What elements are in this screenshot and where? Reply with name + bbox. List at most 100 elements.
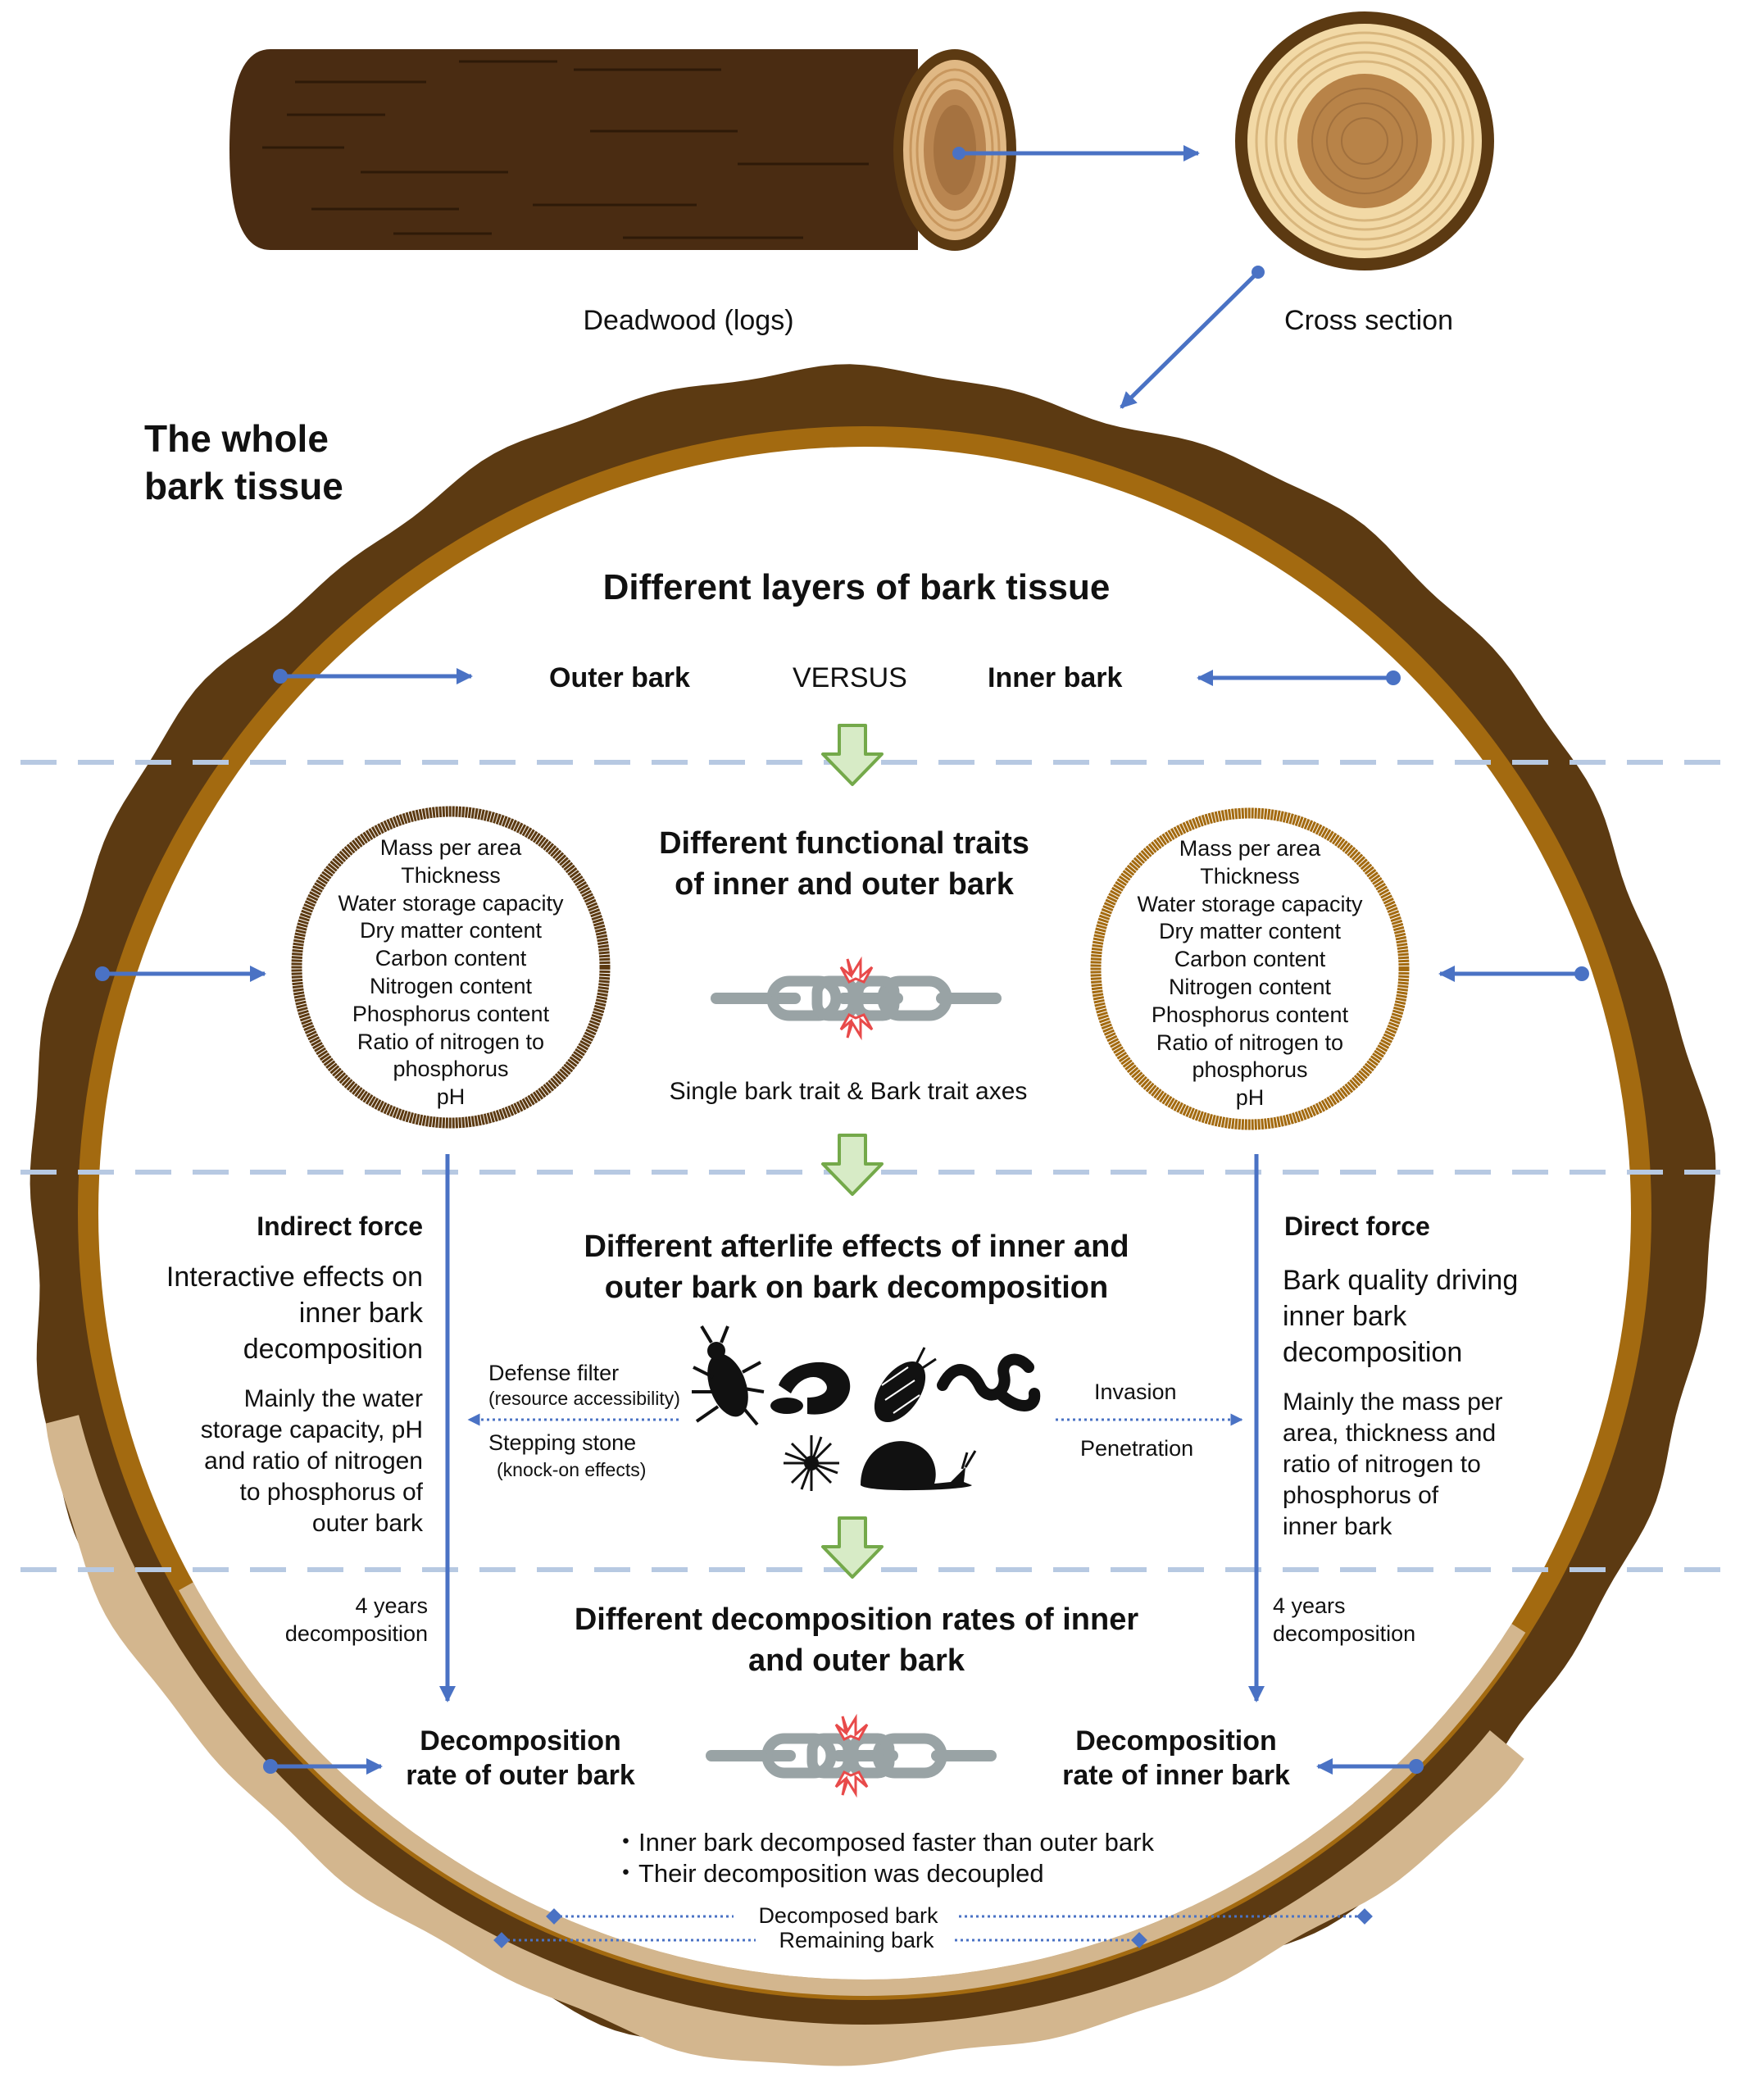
inner-bark-trait-circle — [1090, 807, 1410, 1130]
rates-title-line2: and outer bark — [748, 1643, 965, 1678]
indirect-detail-line: to phosphorus of — [239, 1479, 424, 1506]
inner-rate-label-line2: rate of inner bark — [1062, 1760, 1290, 1791]
traits-title-line1: Different functional traits — [659, 826, 1029, 861]
indirect-years-label: 4 years decomposition — [246, 1592, 428, 1648]
whole-bark-title-line2: bark tissue — [144, 465, 343, 507]
direct-detail-line: ratio of nitrogen to — [1283, 1451, 1481, 1478]
years-line: 4 years — [355, 1593, 428, 1618]
indirect-desc-line: Interactive effects on — [166, 1261, 423, 1293]
direct-desc-line: inner bark — [1283, 1301, 1407, 1332]
direct-years-label: 4 years decomposition — [1273, 1592, 1455, 1648]
direct-detail-line: Mainly the mass per — [1283, 1389, 1503, 1416]
outer-bark-pointer-arrow — [273, 668, 473, 684]
cross-section-disk — [1235, 11, 1494, 270]
deadwood-label: Deadwood (logs) — [583, 305, 794, 336]
direct-desc-line: Bark quality driving — [1283, 1265, 1519, 1296]
years-line: decomposition — [284, 1621, 428, 1646]
knock-on-label: (knock-on effects) — [497, 1459, 647, 1480]
decomposed-bark-markers — [546, 1908, 1373, 1925]
years-line: 4 years — [1273, 1593, 1346, 1618]
outer-rate-label-line2: rate of outer bark — [406, 1760, 635, 1791]
direct-detail-line: inner bark — [1283, 1513, 1392, 1540]
direct-desc-line: decomposition — [1283, 1337, 1463, 1368]
outer-trait-item: Thickness — [401, 862, 501, 888]
outer-trait-item: Mass per area — [379, 835, 522, 860]
indirect-detail-line: and ratio of nitrogen — [204, 1448, 423, 1475]
inner-trait-item: pH — [1235, 1085, 1265, 1111]
indirect-force-description: Interactive effects on inner bark decomp… — [115, 1259, 423, 1367]
inner-trait-item: Nitrogen content — [1168, 974, 1332, 999]
rates-title-line1: Different decomposition rates of inner — [574, 1602, 1139, 1637]
penetration-label: Penetration — [1080, 1436, 1194, 1461]
years-line: decomposition — [1273, 1621, 1416, 1646]
afterlife-title-line2: outer bark on bark decomposition — [604, 1270, 1109, 1305]
indirect-detail-line: storage capacity, pH — [200, 1416, 423, 1443]
outer-bark-trait-circle — [291, 806, 611, 1129]
outer-trait-item: Dry matter content — [359, 918, 543, 943]
finding-bullet-2: ・Their decomposition was decoupled — [613, 1859, 1044, 1888]
indirect-detail-line: outer bark — [311, 1510, 423, 1537]
inner-rate-label-line1: Decomposition — [1075, 1725, 1277, 1757]
outer-trait-item: Carbon content — [375, 946, 527, 971]
outer-trait-item: Phosphorus content — [352, 1001, 550, 1026]
outer-trait-item: phosphorus — [393, 1057, 509, 1082]
bark-ring — [30, 364, 1716, 2066]
inner-trait-item: Mass per area — [1179, 836, 1321, 861]
inner-trait-item: Ratio of nitrogen to — [1156, 1030, 1344, 1055]
cross-section-label: Cross section — [1284, 305, 1453, 336]
decomposed-bark-label: Decomposed bark — [758, 1903, 938, 1928]
direct-detail-line: phosphorus of — [1283, 1482, 1439, 1509]
larva-icon — [770, 1361, 851, 1415]
deadwood-log — [229, 49, 1016, 251]
direct-force-detail: Mainly the mass per area, thickness and … — [1283, 1387, 1610, 1543]
remaining-bark-label: Remaining bark — [779, 1928, 934, 1952]
layers-title: Different layers of bark tissue — [602, 567, 1111, 607]
inner-trait-item: phosphorus — [1192, 1057, 1308, 1083]
inner-trait-list: Mass per area Thickness Water storage ca… — [1106, 835, 1393, 1112]
outer-trait-pointer-arrow — [95, 966, 266, 982]
versus-label: VERSUS — [793, 662, 907, 693]
direct-detail-line: area, thickness and — [1283, 1420, 1497, 1447]
outer-trait-item: Ratio of nitrogen to — [357, 1029, 545, 1054]
inner-trait-item: Carbon content — [1174, 947, 1326, 972]
direct-force-title: Direct force — [1284, 1211, 1430, 1241]
outer-rate-pointer-arrow — [263, 1758, 383, 1775]
outer-trait-item: Water storage capacity — [338, 890, 564, 916]
inner-rate-pointer-arrow — [1316, 1758, 1424, 1775]
finding-bullet-1: ・Inner bark decomposed faster than outer… — [613, 1828, 1154, 1857]
trait-caption: Single bark trait & Bark trait axes — [669, 1078, 1028, 1105]
inner-trait-pointer-arrow — [1438, 966, 1589, 982]
outer-trait-item: pH — [436, 1084, 466, 1110]
outer-trait-list: Mass per area Thickness Water storage ca… — [307, 834, 594, 1111]
beetle-icon — [692, 1325, 765, 1426]
outer-rate-label-line1: Decomposition — [420, 1725, 621, 1757]
stepping-stone-label: Stepping stone — [488, 1430, 637, 1455]
indirect-desc-line: inner bark — [298, 1298, 423, 1329]
indirect-detail-line: Mainly the water — [243, 1385, 423, 1412]
outer-trait-item: Nitrogen content — [369, 973, 533, 998]
inner-trait-item: Thickness — [1200, 863, 1300, 889]
log-to-cross-section-arrow — [952, 145, 1200, 161]
snail-icon — [861, 1441, 977, 1491]
cross-section-to-ring-arrow — [1120, 266, 1265, 409]
afterlife-title-line1: Different afterlife effects of inner and — [584, 1230, 1129, 1264]
fungus-spore-icon — [784, 1435, 839, 1491]
outer-bark-label: Outer bark — [549, 662, 690, 693]
invasion-label: Invasion — [1094, 1380, 1177, 1404]
resource-accessibility-label: (resource accessibility) — [488, 1388, 680, 1409]
direct-force-description: Bark quality driving inner bark decompos… — [1283, 1262, 1610, 1370]
indirect-force-title: Indirect force — [257, 1211, 423, 1241]
whole-bark-title-line1: The whole — [144, 417, 329, 460]
indirect-force-detail: Mainly the water storage capacity, pH an… — [115, 1384, 423, 1539]
inner-trait-item: Dry matter content — [1158, 919, 1342, 944]
indirect-desc-line: decomposition — [243, 1334, 423, 1365]
remaining-bark-markers — [493, 1932, 1147, 1948]
defense-filter-label: Defense filter — [488, 1361, 620, 1385]
inner-bark-label: Inner bark — [988, 662, 1123, 693]
inner-trait-item: Water storage capacity — [1137, 891, 1363, 916]
traits-title-line2: of inner and outer bark — [675, 867, 1014, 902]
inner-bark-pointer-arrow — [1197, 670, 1401, 686]
earthworm-icon — [937, 1353, 1041, 1411]
woodlouse-icon — [874, 1347, 937, 1423]
